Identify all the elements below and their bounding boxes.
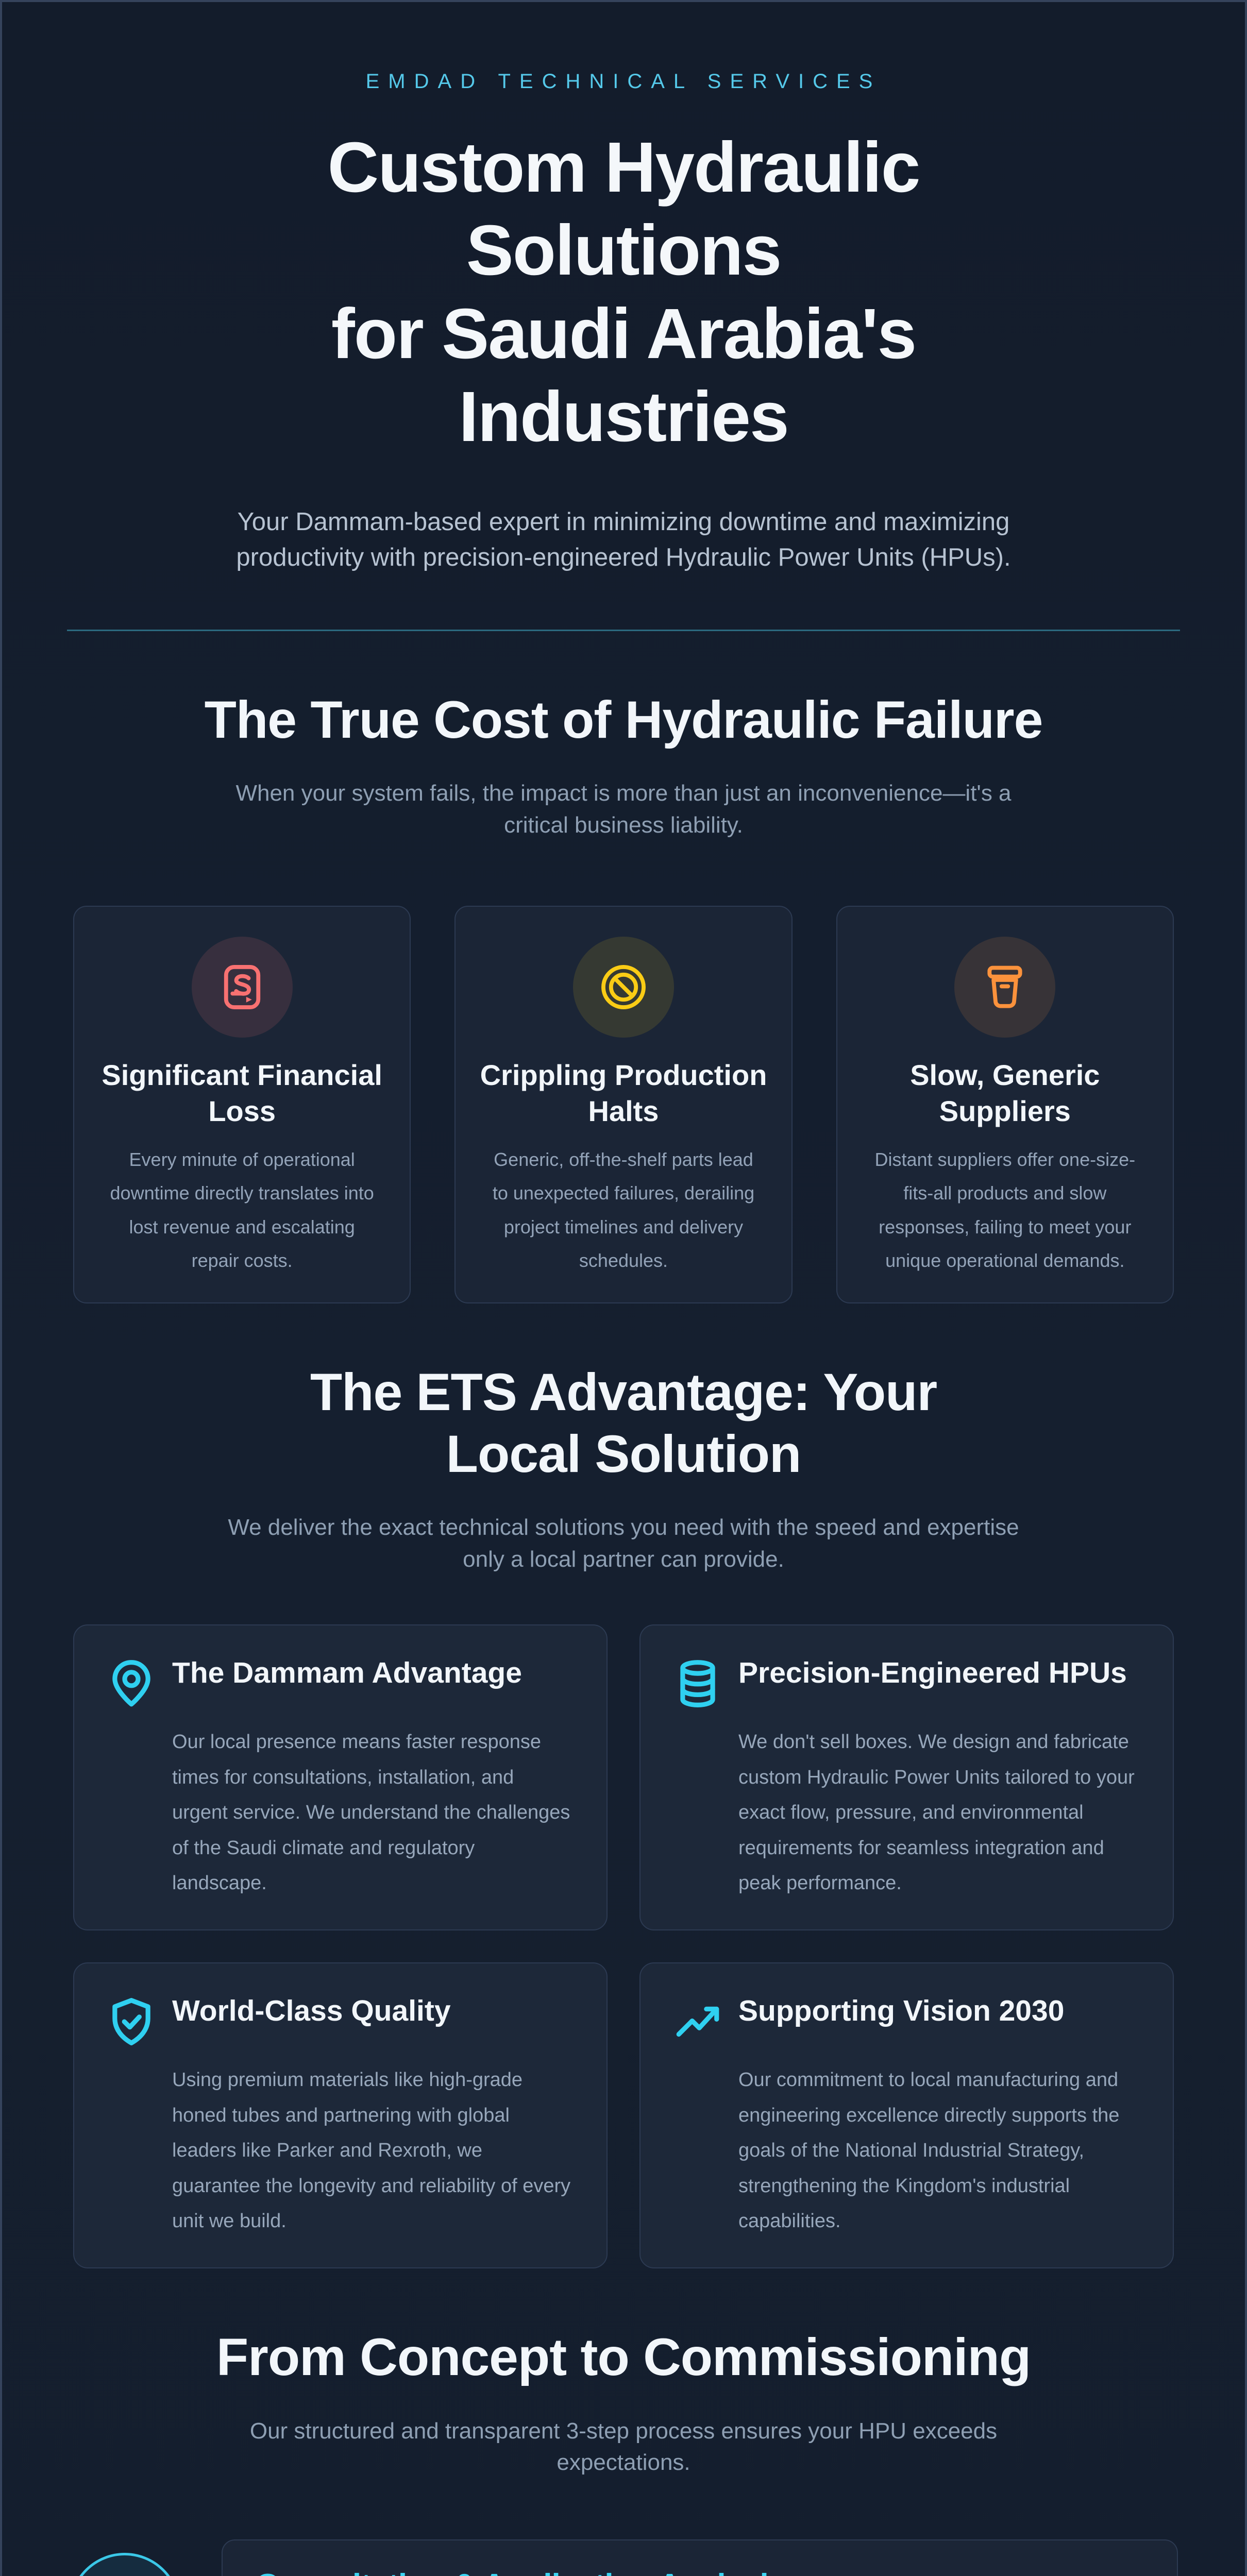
- step-card: Consultation & Application Analysis In-d…: [222, 2539, 1178, 2576]
- cost-card-generic-suppliers: Slow, Generic Suppliers Distant supplier…: [836, 905, 1174, 1303]
- step-title: Consultation & Application Analysis: [256, 2567, 1144, 2576]
- database-icon: [672, 1658, 723, 1709]
- trash-icon: [954, 936, 1056, 1038]
- cost-section: The True Cost of Hydraulic Failure When …: [2, 689, 1245, 1303]
- advantage-card-body: Our commitment to local manufacturing an…: [738, 2069, 1120, 2232]
- cost-section-subtitle: When your system fails, the impact is mo…: [235, 781, 1012, 838]
- cost-card-title: Significant Financial Loss: [102, 1058, 382, 1127]
- hero-subtitle: Your Dammam-based expert in minimizing d…: [236, 507, 1011, 572]
- cost-card-title: Crippling Production Halts: [480, 1058, 767, 1127]
- step-number-badge: 1: [69, 2552, 180, 2576]
- advantage-card-quality: World-Class Quality Using premium materi…: [73, 1962, 608, 2269]
- money-loss-icon: [191, 936, 293, 1038]
- map-pin-icon: [106, 1658, 157, 1709]
- advantage-cards: The Dammam Advantage Our local presence …: [73, 1624, 1174, 2269]
- cost-card-body: Generic, off-the-shelf parts lead to une…: [492, 1148, 755, 1272]
- brand-name: EMDAD TECHNICAL SERVICES: [365, 70, 882, 93]
- cost-card-financial-loss: Significant Financial Loss Every minute …: [73, 905, 411, 1303]
- section-divider: [67, 629, 1180, 631]
- page-title-line: for Saudi Arabia's: [331, 294, 917, 374]
- advantage-card-title: Supporting Vision 2030: [738, 1994, 1065, 2028]
- cost-section-title: The True Cost of Hydraulic Failure: [204, 690, 1043, 749]
- process-step-1: 1 Consultation & Application Analysis In…: [69, 2539, 1178, 2576]
- cost-card-production-halts: Crippling Production Halts Generic, off-…: [454, 905, 793, 1303]
- advantage-section-title: The ETS Advantage: Your Local Solution: [310, 1362, 937, 1483]
- advantage-card-dammam: The Dammam Advantage Our local presence …: [73, 1624, 608, 1931]
- advantage-card-body: Using premium materials like high-grade …: [172, 2069, 571, 2232]
- process-section-subtitle: Our structured and transparent 3-step pr…: [249, 2418, 998, 2476]
- page-title-line: Solutions: [466, 211, 782, 291]
- advantage-card-hpus: Precision-Engineered HPUs We don't sell …: [639, 1624, 1174, 1931]
- advantage-card-title: World-Class Quality: [172, 1994, 451, 2028]
- shield-check-icon: [106, 1996, 157, 2047]
- cost-card-title: Slow, Generic Suppliers: [910, 1058, 1100, 1127]
- page-title-line: Custom Hydraulic: [327, 128, 921, 207]
- page-title-line: Industries: [459, 377, 789, 457]
- cost-card-body: Every minute of operational downtime dir…: [110, 1148, 374, 1272]
- advantage-card-vision-2030: Supporting Vision 2030 Our commitment to…: [639, 1962, 1174, 2269]
- cost-card-body: Distant suppliers offer one-size-fits-al…: [874, 1148, 1136, 1272]
- trending-up-icon: [672, 1996, 723, 2047]
- ban-icon: [572, 936, 674, 1038]
- cost-cards: Significant Financial Loss Every minute …: [73, 905, 1174, 1303]
- advantage-section: The ETS Advantage: Your Local Solution W…: [2, 1361, 1245, 2269]
- advantage-card-body: We don't sell boxes. We design and fabri…: [738, 1731, 1135, 1894]
- process-section: From Concept to Commissioning Our struct…: [2, 2326, 1245, 2576]
- advantage-card-title: The Dammam Advantage: [172, 1656, 522, 1690]
- advantage-card-body: Our local presence means faster response…: [172, 1731, 570, 1894]
- process-section-title: From Concept to Commissioning: [216, 2328, 1031, 2387]
- advantage-section-subtitle: We deliver the exact technical solutions…: [228, 1515, 1019, 1572]
- advantage-card-title: Precision-Engineered HPUs: [738, 1656, 1127, 1690]
- page-title: Custom Hydraulic Solutions for Saudi Ara…: [2, 126, 1245, 459]
- hero-section: EMDAD TECHNICAL SERVICES Custom Hydrauli…: [2, 2, 1245, 631]
